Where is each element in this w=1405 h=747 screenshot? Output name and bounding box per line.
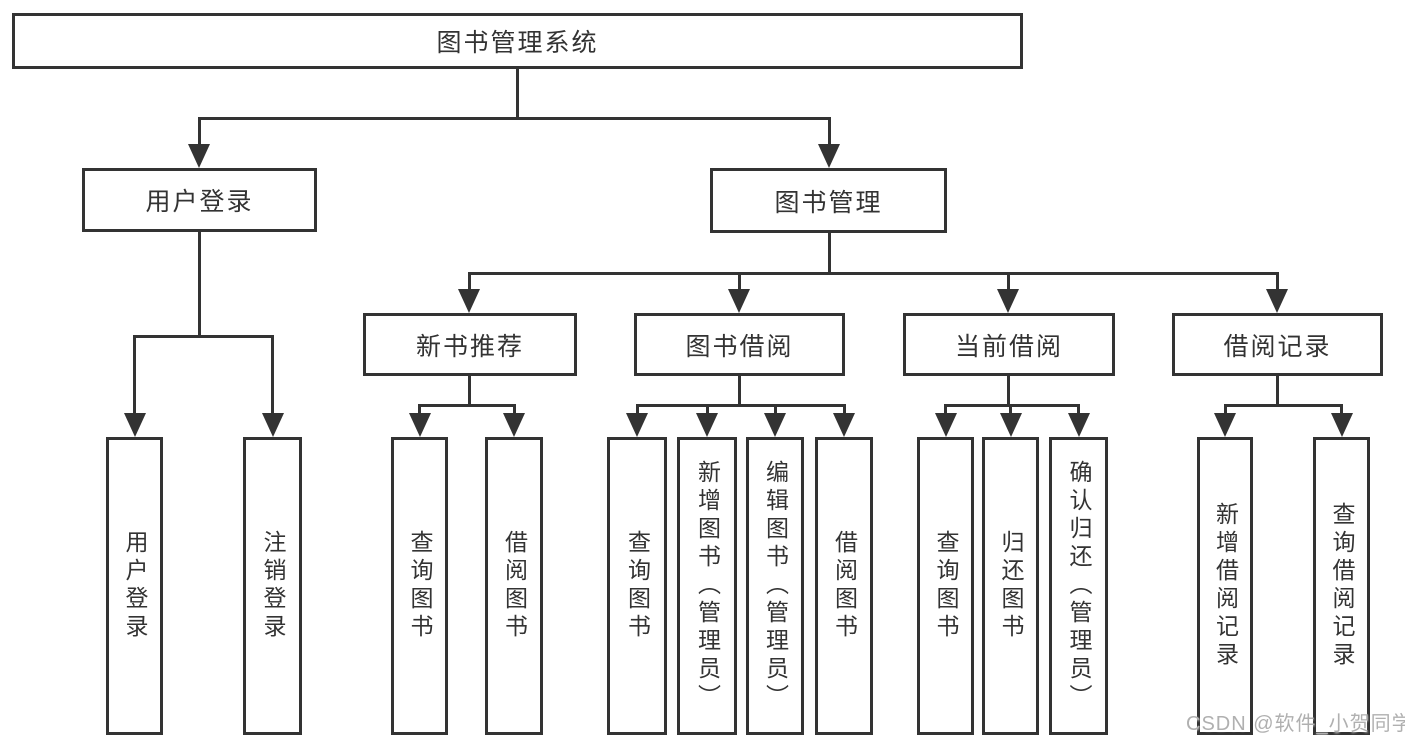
leaf-query-books-borrowing: 查询图书 [607,437,667,735]
connector-arrow-shaft [1340,404,1343,415]
arrow-down-icon [696,413,718,437]
arrow-down-icon [833,413,855,437]
connector-book-management-drop [827,233,831,275]
connector-arrow-shaft [737,272,741,291]
node-label: 用户登录 [145,188,254,216]
arrow-down-icon [934,413,957,437]
leaf-label: 新增借阅记录 [1212,502,1239,670]
arrow-down-icon [1330,413,1353,437]
node-label: 图书管理 [774,188,883,217]
leaf-add-borrow-record: 新增借阅记录 [1197,437,1253,735]
node-library-management-system: 图书管理系统 [12,13,1023,69]
connector-arrow-shaft [1006,272,1010,291]
leaf-user-login: 用户登录 [106,437,163,735]
connector-arrow-shaft [944,404,947,415]
leaf-add-books-admin: 新增图书（管理员） [677,437,737,735]
connector-current-borrowing-drop [1006,376,1010,406]
connector-arrow-shaft [1275,272,1279,291]
arrow-down-icon [1214,413,1236,437]
connector-arrow-shaft [827,117,831,146]
connector-arrow-shaft [467,272,471,291]
connector-arrow-shaft [1009,404,1012,415]
connector-book-borrowing-rail [635,404,846,407]
node-label: 新书推荐 [415,332,524,361]
arrow-down-icon [764,413,786,437]
connector-arrow-shaft [133,335,136,415]
leaf-label: 查询图书 [407,530,433,642]
connector-new-book-drop [467,376,471,406]
arrow-down-icon [458,289,480,313]
connector-arrow-shaft [705,404,709,415]
leaf-label: 确认归还（管理员） [1066,460,1092,712]
connector-root-drop [515,69,519,119]
leaf-label: 查询图书 [624,530,651,642]
arrow-down-icon [999,413,1022,437]
leaf-label: 借阅图书 [501,530,528,642]
arrow-down-icon [188,144,210,168]
leaf-label: 新增图书（管理员） [694,460,721,712]
leaf-label: 编辑图书（管理员） [762,460,789,712]
arrow-down-icon [503,413,525,437]
node-borrowing-records: 借阅记录 [1172,313,1383,376]
leaf-query-books-recommend: 查询图书 [391,437,448,735]
leaf-confirm-return-admin: 确认归还（管理员） [1049,437,1108,735]
leaf-label: 归还图书 [998,530,1024,642]
connector-arrow-shaft [842,404,846,415]
connector-arrow-shaft [1223,404,1227,415]
leaf-query-books-current: 查询图书 [917,437,974,735]
node-new-book-recommend: 新书推荐 [363,313,577,376]
connector-arrow-shaft [197,117,201,146]
connector-arrow-shaft [418,404,421,415]
leaf-label: 查询图书 [933,530,959,642]
connector-arrow-shaft [1077,404,1080,415]
leaf-borrow-books: 借阅图书 [815,437,873,735]
connector-current-borrowing-rail [944,404,1080,407]
csdn-watermark: CSDN @软件_小贺同学 [1186,713,1405,735]
node-book-borrowing: 图书借阅 [634,313,845,376]
arrow-down-icon [728,289,750,313]
arrow-down-icon [1266,289,1288,313]
leaf-label: 查询借阅记录 [1329,502,1355,670]
leaf-label: 用户登录 [122,530,148,642]
connector-borrowing-records-rail [1223,404,1342,407]
leaf-borrow-books-recommend: 借阅图书 [485,437,543,735]
connector-level3-rail [467,272,1279,275]
connector-book-borrowing-drop [737,376,741,406]
node-label: 当前借阅 [954,332,1063,361]
node-label: 图书借阅 [685,332,794,361]
connector-borrowing-records-drop [1275,376,1279,406]
arrow-down-icon [261,413,284,437]
arrow-down-icon [818,144,840,168]
connector-arrow-shaft [635,404,639,415]
connector-arrow-shaft [512,404,516,415]
connector-level2-rail [197,117,831,120]
node-label: 图书管理系统 [436,29,599,57]
arrow-down-icon [1067,413,1090,437]
node-current-borrowing: 当前借阅 [903,313,1115,376]
leaf-edit-books-admin: 编辑图书（管理员） [746,437,804,735]
node-book-management: 图书管理 [710,168,947,233]
leaf-label: 借阅图书 [831,530,858,642]
leaf-logout: 注销登录 [243,437,302,735]
arrow-down-icon [408,413,431,437]
connector-new-book-rail [418,404,515,407]
leaf-label: 注销登录 [260,530,286,642]
arrow-down-icon [997,289,1019,313]
node-label: 借阅记录 [1223,332,1332,361]
leaf-query-borrow-record: 查询借阅记录 [1313,437,1370,735]
connector-arrow-shaft [773,404,777,415]
arrow-down-icon [626,413,648,437]
arrow-down-icon [123,413,146,437]
connector-user-login-drop [197,232,201,338]
leaf-return-books: 归还图书 [982,437,1039,735]
node-user-login: 用户登录 [82,168,317,232]
connector-arrow-shaft [271,335,274,415]
connector-user-login-rail [133,335,274,338]
